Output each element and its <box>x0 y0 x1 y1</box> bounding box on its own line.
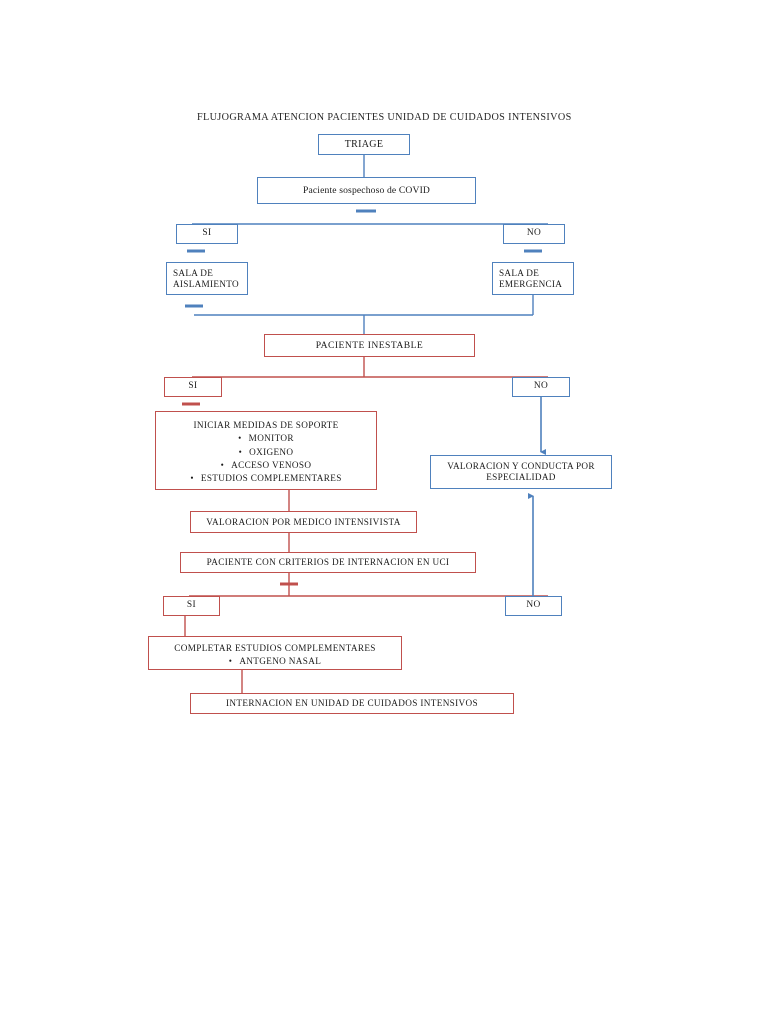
list-item: ESTUDIOS COMPLEMENTARES <box>190 472 341 485</box>
node-no-inestable-label: NO <box>533 381 549 392</box>
node-medidas-soporte[interactable]: INICIAR MEDIDAS DE SOPORTE MONITOR OXIGE… <box>155 411 377 490</box>
node-valoracion-intensivista-label: VALORACION POR MEDICO INTENSIVISTA <box>206 516 401 527</box>
node-no-criterios-label: NO <box>526 600 541 611</box>
page-title: FLUJOGRAMA ATENCION PACIENTES UNIDAD DE … <box>197 112 572 123</box>
node-sala-emergencia-line2: EMERGENCIA <box>499 278 563 289</box>
node-criterios-internacion-label: PACIENTE CON CRITERIOS DE INTERNACION EN… <box>206 557 450 568</box>
node-no-inestable[interactable]: NO <box>512 377 570 397</box>
node-si-criterios[interactable]: SI <box>163 596 220 616</box>
node-si-inestable-label: SI <box>188 381 198 392</box>
node-criterios-internacion[interactable]: PACIENTE CON CRITERIOS DE INTERNACION EN… <box>180 552 476 573</box>
node-completar-estudios-list: ANTGENO NASAL <box>229 655 321 668</box>
node-paciente-sospechoso[interactable]: Paciente sospechoso de COVID <box>257 177 476 204</box>
node-no-covid[interactable]: NO <box>503 224 565 244</box>
node-medidas-soporte-list: MONITOR OXIGENO ACCESO VENOSO ESTUDIOS C… <box>190 432 341 485</box>
node-valoracion-especialidad-line1: VALORACION Y CONDUCTA POR <box>447 461 595 472</box>
node-paciente-sospechoso-label: Paciente sospechoso de COVID <box>302 184 431 196</box>
node-internacion-uci[interactable]: INTERNACION EN UNIDAD DE CUIDADOS INTENS… <box>190 693 514 714</box>
node-valoracion-especialidad-line2: ESPECIALIDAD <box>486 472 556 482</box>
node-sala-emergencia[interactable]: SALA DE EMERGENCIA <box>492 262 574 295</box>
list-item: OXIGENO <box>190 446 341 459</box>
list-item: ANTGENO NASAL <box>229 655 321 668</box>
node-triage[interactable]: TRIAGE <box>318 134 410 155</box>
node-sala-aislamiento-line2: AISLAMIENTO <box>173 278 239 289</box>
node-si-covid[interactable]: SI <box>176 224 238 244</box>
list-item: ACCESO VENOSO <box>190 459 341 472</box>
node-valoracion-intensivista[interactable]: VALORACION POR MEDICO INTENSIVISTA <box>190 511 417 533</box>
node-valoracion-especialidad[interactable]: VALORACION Y CONDUCTA POR ESPECIALIDAD <box>430 455 612 489</box>
node-completar-estudios-heading: COMPLETAR ESTUDIOS COMPLEMENTARES <box>174 643 376 653</box>
node-internacion-uci-label: INTERNACION EN UNIDAD DE CUIDADOS INTENS… <box>226 698 478 709</box>
node-si-covid-label: SI <box>202 228 212 239</box>
list-item: MONITOR <box>190 432 341 445</box>
node-triage-label: TRIAGE <box>344 138 384 150</box>
node-sala-emergencia-line1: SALA DE <box>499 267 540 278</box>
node-paciente-inestable-label: PACIENTE INESTABLE <box>315 339 424 351</box>
node-paciente-inestable[interactable]: PACIENTE INESTABLE <box>264 334 475 357</box>
node-sala-aislamiento[interactable]: SALA DE AISLAMIENTO <box>166 262 248 295</box>
node-completar-estudios[interactable]: COMPLETAR ESTUDIOS COMPLEMENTARES ANTGEN… <box>148 636 402 670</box>
node-medidas-soporte-heading: INICIAR MEDIDAS DE SOPORTE <box>193 420 339 430</box>
node-no-criterios[interactable]: NO <box>505 596 562 616</box>
node-sala-aislamiento-line1: SALA DE <box>173 267 214 278</box>
node-no-covid-label: NO <box>526 228 542 239</box>
node-si-inestable[interactable]: SI <box>164 377 222 397</box>
node-si-criterios-label: SI <box>186 600 197 611</box>
